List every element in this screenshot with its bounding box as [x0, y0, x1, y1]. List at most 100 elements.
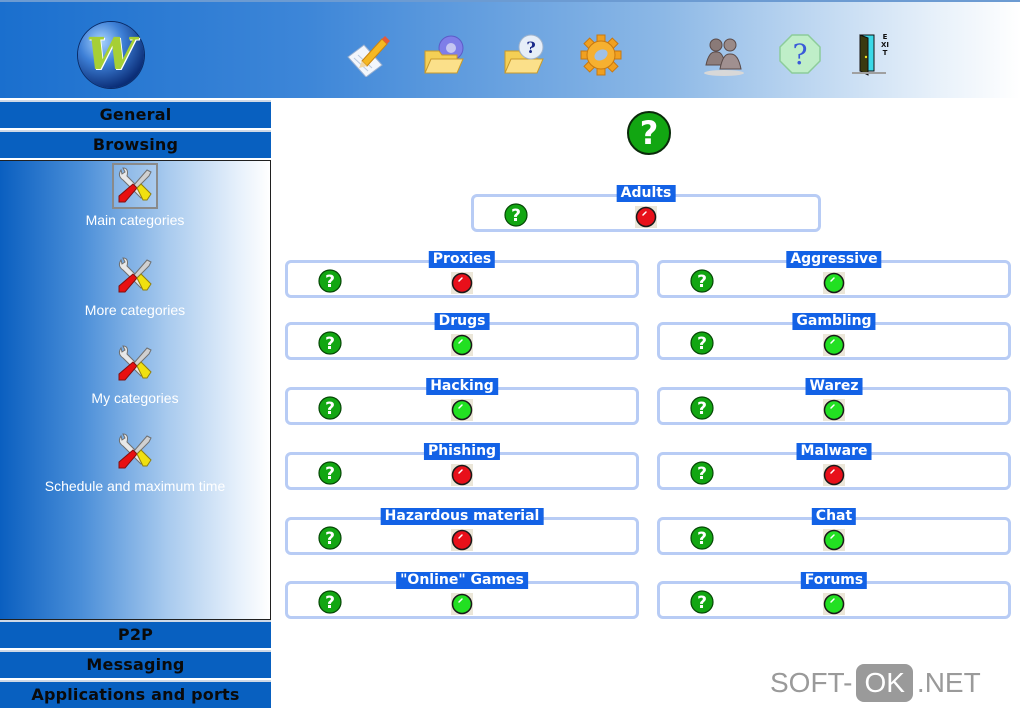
- tools-icon: [112, 429, 158, 475]
- category-help-button[interactable]: [318, 461, 342, 489]
- folder-settings-button[interactable]: [420, 30, 468, 78]
- category-status-toggle[interactable]: [823, 272, 845, 294]
- sidebar-section-p2p[interactable]: P2P: [0, 620, 271, 648]
- watermark: SOFT- OK .NET: [770, 664, 981, 702]
- red-led-icon: [823, 464, 845, 486]
- exit-label: EXIT: [881, 33, 890, 57]
- category-title: Forums: [800, 572, 868, 589]
- green-led-icon: [823, 334, 845, 356]
- help-icon: [690, 396, 714, 420]
- help-icon: [690, 590, 714, 614]
- sidebar-item-schedule[interactable]: Schedule and maximum time: [0, 429, 270, 494]
- users-button[interactable]: [700, 30, 748, 78]
- category-status-toggle[interactable]: [451, 529, 473, 551]
- green-led-icon: [823, 272, 845, 294]
- users-icon: [704, 38, 744, 76]
- folder-help-button[interactable]: ?: [500, 30, 548, 78]
- folder-help-icon: ?: [504, 34, 544, 74]
- category-status-toggle[interactable]: [823, 399, 845, 421]
- help-octagon-icon: ?: [779, 34, 821, 74]
- svg-text:?: ?: [640, 114, 659, 152]
- category-help-button[interactable]: [690, 396, 714, 424]
- category-status-toggle[interactable]: [823, 334, 845, 356]
- category-help-button[interactable]: [690, 590, 714, 618]
- watermark-left: SOFT-: [770, 667, 853, 698]
- category-title: Drugs: [434, 313, 490, 330]
- help-icon: [318, 461, 342, 485]
- sidebar-item-my-categories[interactable]: My categories: [0, 341, 270, 406]
- settings-button[interactable]: [577, 30, 625, 78]
- help-icon: [318, 396, 342, 420]
- category-title: Gambling: [792, 313, 876, 330]
- edit-button[interactable]: [343, 30, 391, 78]
- category-card: Proxies: [285, 251, 639, 298]
- help-icon: [690, 331, 714, 355]
- category-title: "Online" Games: [396, 572, 528, 589]
- red-led-icon: [451, 529, 473, 551]
- green-led-icon: [823, 399, 845, 421]
- category-help-button[interactable]: [318, 331, 342, 359]
- tools-icon: [112, 341, 158, 387]
- category-title: Hacking: [426, 378, 498, 395]
- category-help-button[interactable]: [690, 526, 714, 554]
- help-icon: ?: [627, 111, 671, 155]
- help-button[interactable]: ?: [776, 30, 824, 78]
- exit-button[interactable]: EXIT: [850, 30, 898, 78]
- category-help-button[interactable]: [318, 590, 342, 618]
- category-help-button[interactable]: [318, 526, 342, 554]
- sidebar-item-label: My categories: [91, 390, 179, 406]
- help-icon: [690, 269, 714, 293]
- category-card: Hazardous material: [285, 508, 639, 555]
- category-help-button[interactable]: [318, 396, 342, 424]
- category-status-toggle[interactable]: [451, 399, 473, 421]
- help-icon: [318, 269, 342, 293]
- category-help-button[interactable]: [690, 269, 714, 297]
- category-status-toggle[interactable]: [823, 464, 845, 486]
- green-led-icon: [823, 593, 845, 615]
- category-card: Adults: [471, 185, 821, 232]
- main-help-button[interactable]: ?: [626, 110, 672, 160]
- category-help-button[interactable]: [504, 203, 528, 231]
- category-status-toggle[interactable]: [451, 272, 473, 294]
- category-status-toggle[interactable]: [635, 206, 657, 228]
- help-icon: [690, 526, 714, 550]
- category-title: Adults: [616, 185, 676, 202]
- category-help-button[interactable]: [690, 461, 714, 489]
- category-card: Chat: [657, 508, 1011, 555]
- sidebar-section-applications[interactable]: Applications and ports: [0, 680, 271, 708]
- sidebar-section-general[interactable]: General: [0, 100, 271, 128]
- green-led-icon: [451, 399, 473, 421]
- category-card: Forums: [657, 572, 1011, 619]
- sidebar-item-more-categories[interactable]: More categories: [0, 253, 270, 318]
- top-toolbar: W ?: [0, 0, 1020, 98]
- category-status-toggle[interactable]: [451, 334, 473, 356]
- category-card: "Online" Games: [285, 572, 639, 619]
- category-help-button[interactable]: [318, 269, 342, 297]
- category-status-toggle[interactable]: [823, 529, 845, 551]
- sidebar-item-label: Schedule and maximum time: [44, 478, 226, 494]
- category-status-toggle[interactable]: [451, 464, 473, 486]
- logo-letter: W: [86, 29, 136, 80]
- sidebar-section-browsing[interactable]: Browsing: [0, 130, 271, 158]
- sidebar-section-messaging[interactable]: Messaging: [0, 650, 271, 678]
- category-title: Malware: [796, 443, 872, 460]
- tools-icon: [112, 163, 158, 209]
- category-card: Aggressive: [657, 251, 1011, 298]
- category-help-button[interactable]: [690, 331, 714, 359]
- category-status-toggle[interactable]: [451, 593, 473, 615]
- category-status-toggle[interactable]: [823, 593, 845, 615]
- gear-icon: [580, 34, 622, 76]
- help-icon: [318, 526, 342, 550]
- category-card: Gambling: [657, 313, 1011, 360]
- category-card: Malware: [657, 443, 1011, 490]
- folder-settings-icon: [424, 35, 464, 74]
- green-led-icon: [451, 593, 473, 615]
- sidebar-item-main-categories[interactable]: Main categories: [0, 163, 270, 228]
- sidebar-item-label: More categories: [84, 302, 186, 318]
- app-logo: W: [78, 22, 144, 88]
- red-led-icon: [451, 272, 473, 294]
- exit-door-icon: EXIT: [850, 29, 898, 79]
- help-icon: [318, 331, 342, 355]
- category-card: Warez: [657, 378, 1011, 425]
